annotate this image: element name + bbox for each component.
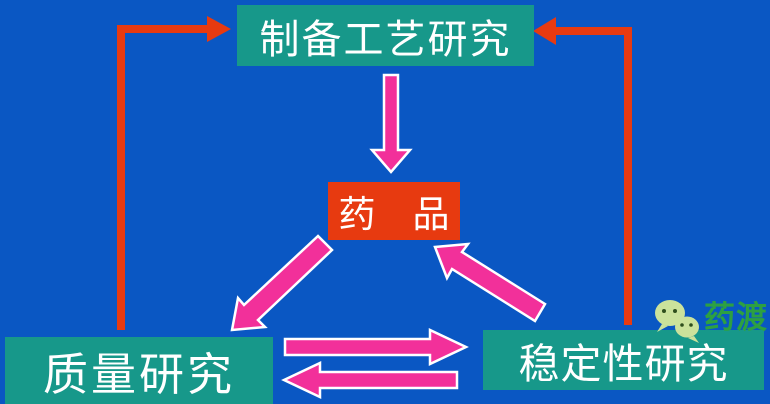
red-arrow-right-horizontal	[556, 27, 632, 35]
process-research-box: 制备工艺研究	[237, 5, 534, 66]
bubble-small-eye-right	[689, 323, 693, 327]
pink-arrow-quality-to-stability	[283, 328, 469, 366]
bubble-large	[655, 300, 685, 326]
red-arrow-right-vertical	[624, 27, 632, 325]
watermark: 药渡	[652, 297, 768, 345]
wechat-bubbles-icon	[655, 300, 699, 343]
bubble-large-eye-right	[673, 309, 677, 313]
stability-research-box: 稳定性研究	[483, 330, 764, 390]
drug-box: 药 品	[328, 182, 460, 240]
watermark-brand: 药渡	[704, 300, 768, 335]
stability-research-label: 稳定性研究	[518, 341, 729, 387]
bubble-small	[675, 316, 699, 338]
bubble-small-eye-left	[680, 323, 684, 327]
quality-research-label: 质量研究	[42, 350, 235, 400]
red-arrow-left-head	[207, 16, 231, 42]
pink-arrow-process-to-drug	[369, 73, 413, 174]
quality-research-box: 质量研究	[5, 337, 273, 404]
process-research-label: 制备工艺研究	[259, 16, 512, 62]
drug-label: 药 品	[338, 195, 450, 236]
bubble-small-tail	[688, 336, 699, 343]
red-arrow-left-vertical	[117, 25, 125, 330]
bubble-large-tail	[657, 324, 668, 332]
pink-arrow-drug-to-quality	[230, 234, 334, 332]
pink-arrow-stability-to-drug	[433, 242, 547, 323]
red-arrow-right-head	[533, 17, 556, 45]
bubble-large-eye-left	[662, 309, 666, 313]
red-arrow-left-horizontal	[117, 25, 207, 33]
pink-arrow-stability-to-quality	[281, 361, 459, 399]
